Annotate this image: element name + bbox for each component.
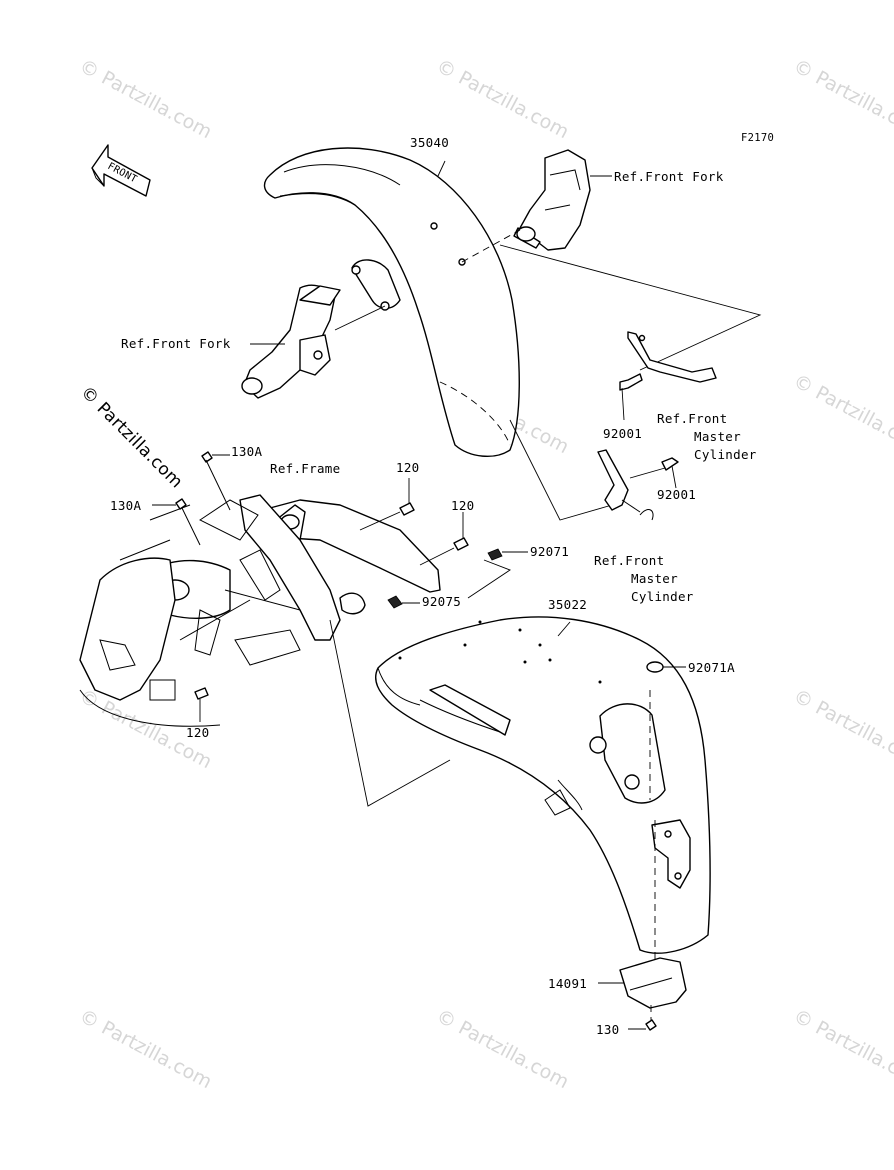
label-92071A: 92071A bbox=[688, 660, 735, 675]
label-ref-master-cyl-a-line2: Master bbox=[694, 429, 741, 444]
label-120-c: 120 bbox=[186, 725, 209, 740]
copyright-tag: © Partzilla.com bbox=[76, 382, 186, 492]
watermark: © Partzilla.com bbox=[790, 370, 894, 458]
rear-fender-35022 bbox=[374, 616, 711, 960]
clip-92075 bbox=[387, 595, 420, 609]
label-130A-b: 130A bbox=[110, 498, 141, 513]
label-ref-master-cyl-b-line1: Ref.Front bbox=[594, 553, 664, 568]
label-ref-master-cyl-a-line3: Cylinder bbox=[694, 447, 757, 462]
label-ref-frame: Ref.Frame bbox=[270, 461, 340, 476]
watermark: © Partzilla.com bbox=[433, 55, 573, 143]
label-92075: 92075 bbox=[422, 594, 461, 609]
watermark: © Partzilla.com bbox=[790, 1005, 894, 1093]
bracket-14091 bbox=[598, 957, 687, 1009]
bolt-130 bbox=[628, 1005, 657, 1031]
front-arrow-icon: FRONT bbox=[91, 144, 151, 197]
label-92001-a: 92001 bbox=[603, 426, 642, 441]
master-cylinder-bracket-b bbox=[597, 449, 679, 521]
front-fork-right bbox=[513, 149, 591, 251]
bolt-120-c bbox=[194, 687, 209, 722]
rear-frame-assembly bbox=[79, 494, 441, 727]
front-fork-left bbox=[241, 284, 341, 399]
callout-labels: 35040 Ref.Front Fork Ref.Front Fork 9200… bbox=[110, 135, 757, 1037]
grommet-92071A bbox=[646, 661, 686, 673]
watermark: © Partzilla.com bbox=[76, 55, 216, 143]
label-ref-front-fork-top: Ref.Front Fork bbox=[614, 169, 724, 184]
watermark: © Partzilla.com bbox=[790, 685, 894, 773]
watermark: © Partzilla.com bbox=[76, 1005, 216, 1093]
watermark: © Partzilla.com bbox=[433, 1005, 573, 1093]
bolt-120-b bbox=[419, 512, 469, 566]
label-ref-master-cyl-a-line1: Ref.Front bbox=[657, 411, 727, 426]
watermark: © Partzilla.com bbox=[790, 55, 894, 143]
front-fender-35040 bbox=[263, 147, 520, 457]
label-120-a: 120 bbox=[396, 460, 419, 475]
label-92001-b: 92001 bbox=[657, 487, 696, 502]
label-130: 130 bbox=[596, 1022, 619, 1037]
clip-92071 bbox=[487, 548, 528, 561]
master-cylinder-bracket-a bbox=[619, 331, 717, 421]
label-35022: 35022 bbox=[548, 597, 587, 612]
label-92071: 92071 bbox=[530, 544, 569, 559]
label-130A-a: 130A bbox=[231, 444, 262, 459]
label-ref-front-fork-left: Ref.Front Fork bbox=[121, 336, 231, 351]
label-ref-master-cyl-b-line2: Master bbox=[631, 571, 678, 586]
label-14091: 14091 bbox=[548, 976, 587, 991]
label-ref-master-cyl-b-line3: Cylinder bbox=[631, 589, 694, 604]
label-120-b: 120 bbox=[451, 498, 474, 513]
bolt-130A-b bbox=[152, 498, 201, 546]
bolt-120-a bbox=[359, 478, 415, 531]
bolt-130A-a bbox=[201, 451, 231, 511]
figure-code: F2170 bbox=[741, 132, 774, 144]
label-35040: 35040 bbox=[410, 135, 449, 150]
